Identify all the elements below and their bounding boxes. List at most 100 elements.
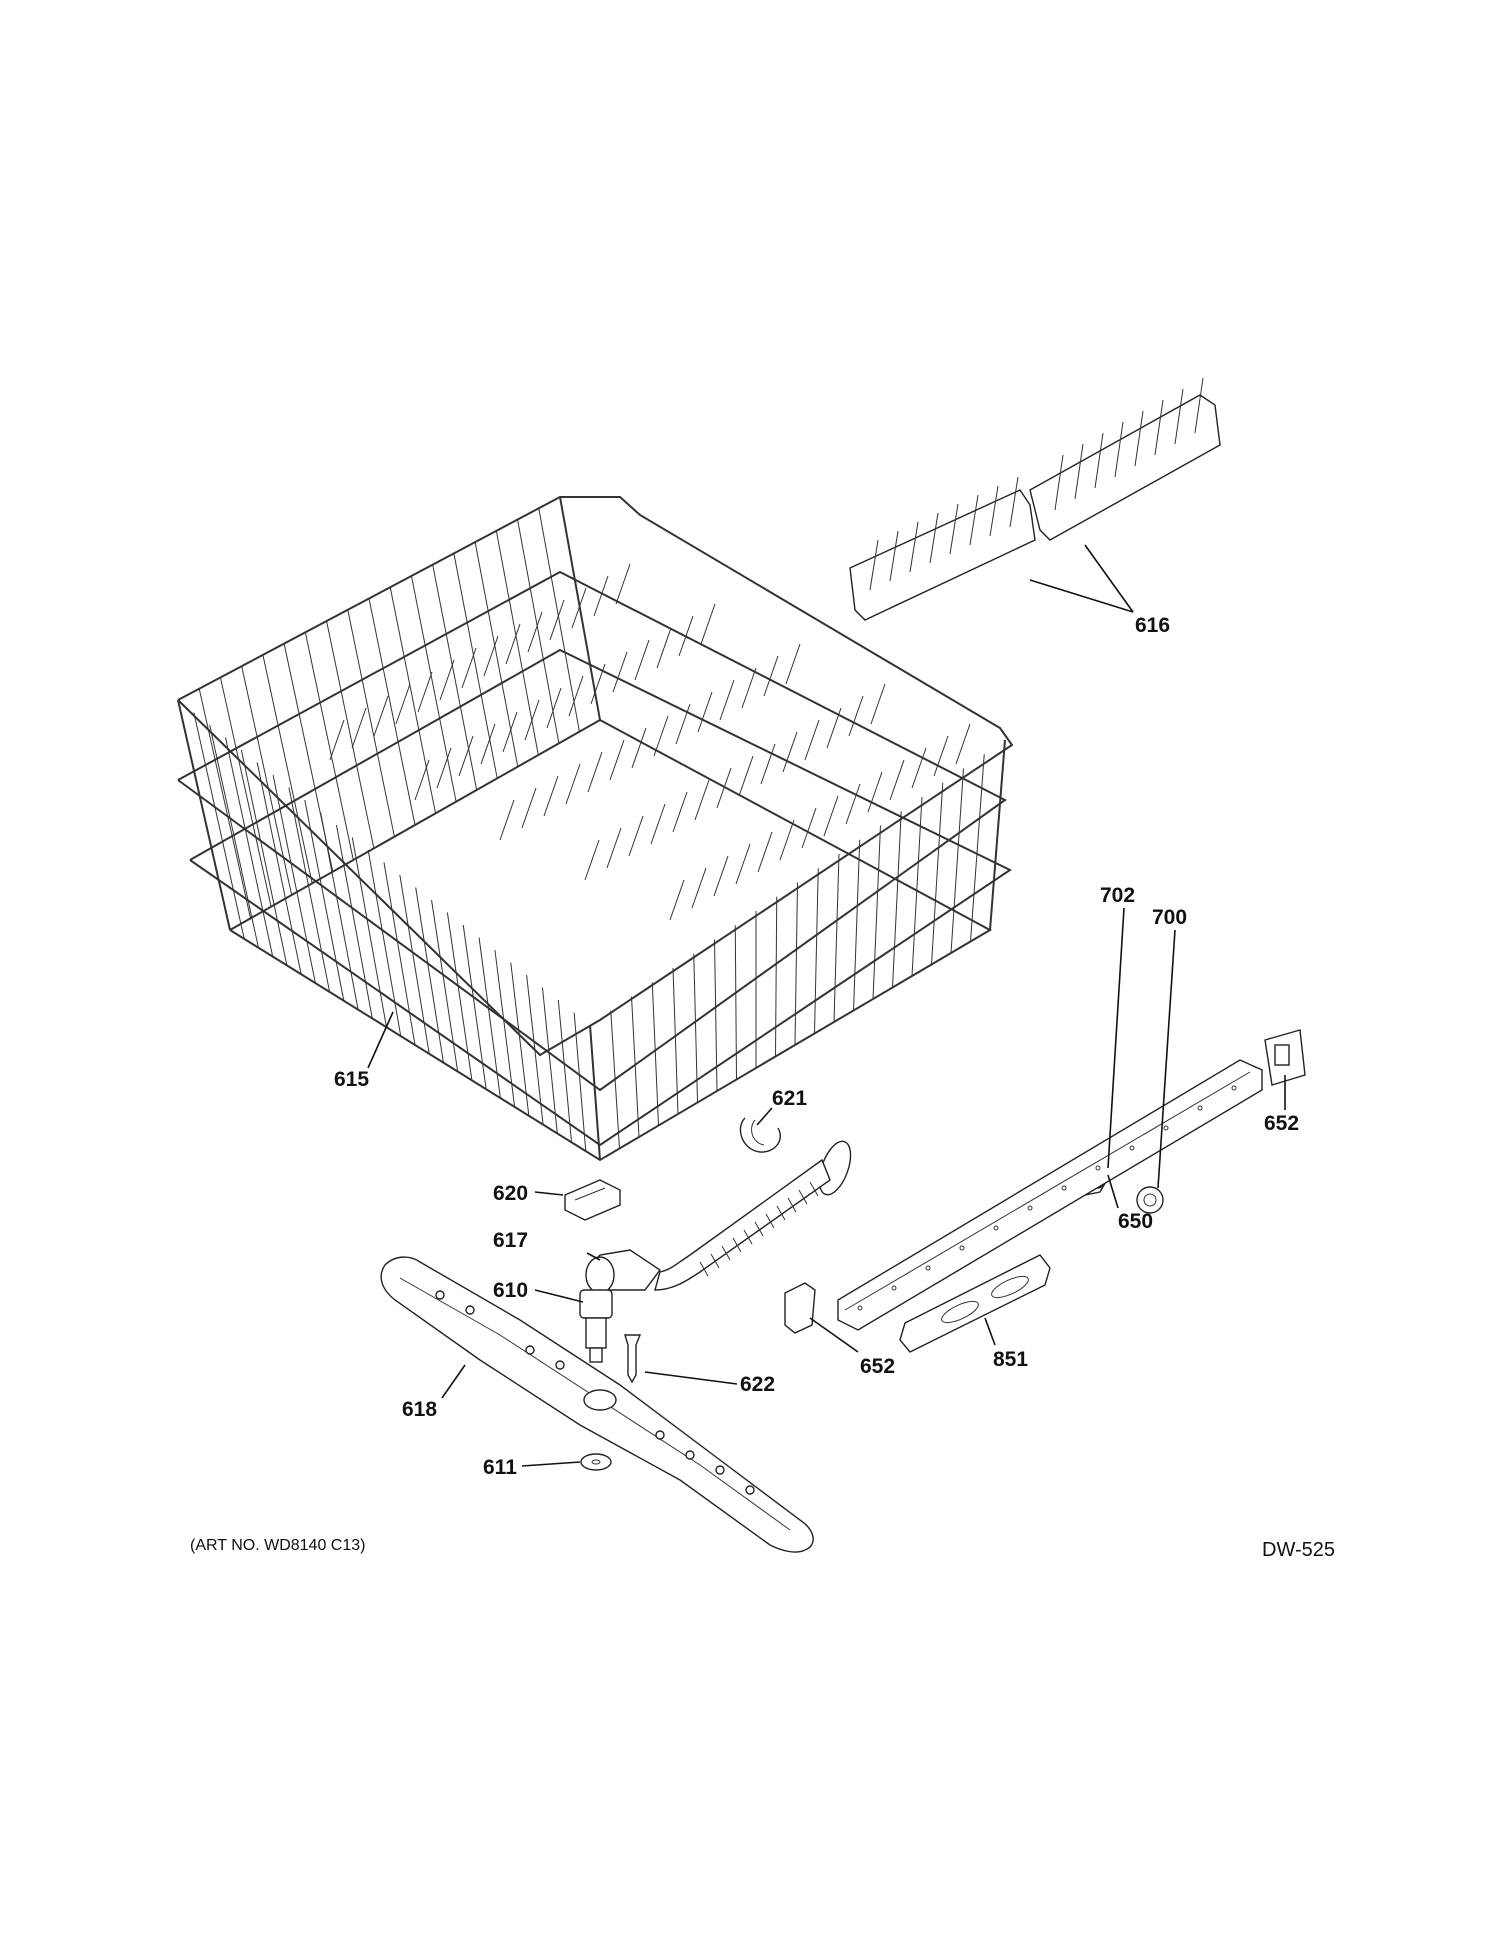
wire-stroke [869,539,879,591]
wire-stroke [527,611,543,653]
wire-stroke [565,763,581,805]
diagram-code: DW-525 [1262,1539,1335,1561]
wire-stroke [969,494,979,546]
wire-stroke [549,599,565,641]
wire-stroke [870,683,886,725]
wire-stroke [593,575,609,617]
spray-arm-618-drawing [380,1256,814,1553]
wire-stroke [329,719,345,761]
wire-stroke [541,987,558,1134]
wire-stroke [432,564,478,791]
wire-stroke [929,512,939,564]
wire-stroke [765,1213,775,1229]
callout-652-left: 652 [860,1355,895,1378]
wire-stroke [256,762,302,975]
wire-stroke [495,530,539,756]
callout-616: 616 [1135,614,1170,637]
wire-stroke [417,671,433,713]
wire-stroke [833,853,840,1023]
wire-stroke [521,787,537,829]
wire-stroke [590,663,606,705]
wire-stroke [970,754,985,942]
wire-stroke [474,542,519,767]
wire-stroke [782,731,798,773]
wire-stroke [804,719,820,761]
wire-stroke [650,803,666,845]
wire-stroke [697,691,713,733]
wire-stroke [911,747,927,789]
wire-stroke [955,723,971,765]
wire-stroke [853,839,861,1011]
wire-stroke [867,771,883,813]
wire-stroke [656,627,672,669]
wire-stroke [710,1253,720,1269]
wire-stroke [219,677,272,907]
wire-stroke [889,759,905,801]
wire-stroke [524,699,540,741]
detail-hole [925,1265,931,1271]
wire-stroke [615,563,631,605]
wire-stroke [628,815,644,857]
wire-stroke [634,639,650,681]
wire-stroke [431,899,459,1072]
wire-stroke [414,759,430,801]
tine-panel-right-drawing [1029,377,1221,541]
wheel-700-drawing [1136,1186,1164,1214]
wire-stroke [193,712,245,939]
wire-stroke [367,849,402,1037]
wire-stroke [757,831,773,873]
callout-610: 610 [493,1279,528,1302]
callout-700: 700 [1152,906,1187,929]
leader-lines [367,544,1286,1467]
washer-611-drawing [580,1453,612,1471]
wire-stroke [738,755,754,797]
clamp-621-drawing [739,1117,781,1153]
wire-stroke [787,1197,797,1213]
detail-hole [435,1290,445,1300]
wire-stroke [754,1221,764,1237]
wire-stroke [794,882,798,1046]
adjuster-851-drawing [899,1254,1051,1353]
detail-hole [655,1430,665,1440]
tine-panel-left-drawing [849,476,1036,621]
wire-stroke [283,643,334,872]
wire-stroke [826,707,842,749]
wire-stroke [872,825,881,1000]
wire-stroke [304,632,354,861]
wire-stroke [494,949,516,1107]
wire-stroke [1114,421,1124,478]
wire-stroke [823,795,839,837]
callout-615: 615 [334,1068,369,1091]
detail-hole [1027,1205,1033,1211]
wire-stroke [672,791,688,833]
wire-stroke [502,711,518,753]
detail-hole [685,1450,695,1460]
wire-stroke [383,862,416,1046]
wire-stroke [735,843,751,885]
callout-621: 621 [772,1087,807,1110]
wire-stroke [198,688,252,919]
wire-stroke [889,530,899,582]
wire-stroke [368,598,416,826]
wire-stroke [714,939,718,1092]
wire-stroke [483,635,499,677]
detail-hole [1163,1125,1169,1131]
wire-stroke [732,1237,742,1253]
wire-stroke [1154,399,1164,456]
wire-stroke [713,855,729,897]
wire-stroke [587,751,603,793]
detail-hole [465,1305,475,1315]
wire-stroke [741,667,757,709]
wire-stroke [351,837,388,1028]
wire-stroke [480,723,496,765]
wire-stroke [779,819,795,861]
wire-stroke [1134,410,1144,467]
wire-stroke [612,651,628,693]
wire-stroke [1074,443,1084,500]
callout-650: 650 [1118,1210,1153,1233]
callout-620: 620 [493,1182,528,1205]
wire-stroke [700,603,716,645]
wire-stroke [776,1205,786,1221]
detail-hole [1061,1185,1067,1191]
wire-stroke [288,787,331,993]
